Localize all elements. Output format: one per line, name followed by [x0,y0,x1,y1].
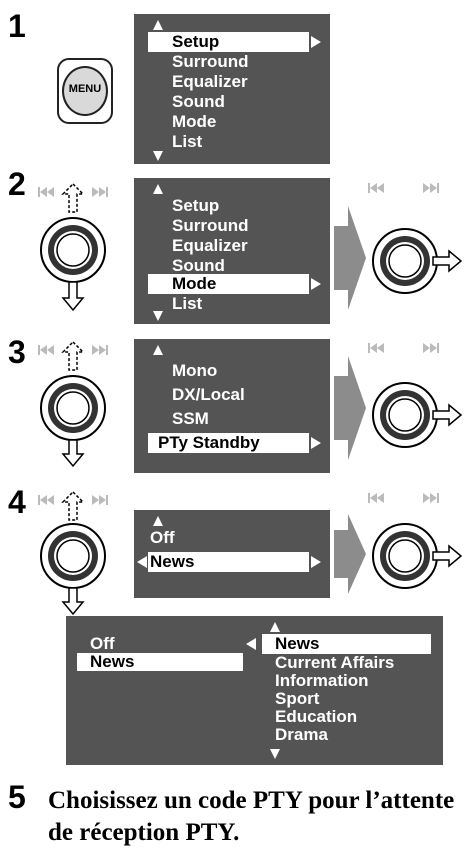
menu-item-mode[interactable]: Mode [172,274,217,293]
step-number-4: 4 [8,484,26,520]
scroll-down-icon [153,151,163,161]
pty-item-current-affairs[interactable]: Current Affairs [275,653,395,672]
instruction-line-1: Choisissez un code PTY pour l’attente [48,787,455,814]
back-arrow-icon [246,638,256,650]
menu-item-equalizer[interactable]: Equalizer [172,72,248,91]
menu-item-pty-standby[interactable]: PTy Standby [158,433,260,452]
selection-highlight-right [262,634,431,654]
submenu-arrow-icon [311,437,321,449]
scroll-up-icon [270,622,280,632]
scroll-up-icon [153,20,163,30]
submenu-arrow-icon [311,36,321,48]
selection-highlight [148,274,309,294]
menu-panel-4: Off News [134,510,330,598]
next-step-arrow-icon [334,206,366,310]
menu-panel-1: Setup Surround Equalizer Sound Mode List [134,14,330,164]
scroll-up-icon [153,184,163,194]
selection-highlight-left [77,653,243,671]
menu-item-setup[interactable]: Setup [172,196,220,215]
control-knob-right[interactable] [365,490,465,620]
menu-item-dx-local[interactable]: DX/Local [172,385,245,404]
submenu-arrow-icon [311,556,321,568]
menu-item-sound[interactable]: Sound [172,92,225,111]
next-step-arrow-icon [334,514,366,594]
next-step-arrow-icon [334,356,366,460]
menu-item-off[interactable]: Off [150,528,175,547]
instruction-text: Choisissez un code PTY pour l’attente de… [48,785,465,849]
menu-item-setup[interactable]: Setup [172,32,220,51]
step-number-3: 3 [8,334,26,370]
menu-item-ssm[interactable]: SSM [172,409,209,428]
control-knob-updown[interactable] [38,182,118,317]
control-knob-updown[interactable] [38,340,118,475]
back-arrow-icon [137,556,147,568]
menu-item-off[interactable]: Off [90,634,115,653]
submenu-arrow-icon [311,278,321,290]
menu-item-list[interactable]: List [172,294,203,313]
instruction-line-2: de réception PTY. [48,819,240,846]
menu-button-label: MENU [68,83,102,95]
control-knob-right[interactable] [365,180,465,310]
scroll-up-icon [153,516,163,526]
control-knob-updown[interactable] [38,490,118,625]
selection-highlight [148,32,309,52]
scroll-down-icon [153,311,163,321]
menu-item-mono[interactable]: Mono [172,361,218,380]
pty-item-drama[interactable]: Drama [275,725,328,744]
control-knob-right[interactable] [365,340,465,470]
step-number-2: 2 [8,166,26,202]
menu-item-equalizer[interactable]: Equalizer [172,236,248,255]
menu-button[interactable]: MENU [57,58,113,124]
menu-panel-pty-list: Off News News Current Affairs Informatio… [66,616,443,765]
pty-item-sport[interactable]: Sport [275,689,320,708]
menu-item-sound[interactable]: Sound [172,256,225,275]
menu-item-mode[interactable]: Mode [172,112,217,131]
selection-highlight [148,552,309,572]
pty-item-news[interactable]: News [275,634,320,653]
scroll-up-icon [153,345,163,355]
scroll-down-icon [270,749,280,759]
menu-item-list[interactable]: List [172,132,203,151]
menu-item-surround[interactable]: Surround [172,52,249,71]
step-number-1: 1 [8,8,26,44]
menu-item-surround[interactable]: Surround [172,216,249,235]
step-number-5: 5 [8,779,26,815]
menu-panel-2: Setup Surround Equalizer Sound Mode List [134,178,330,324]
menu-item-news[interactable]: News [150,552,195,571]
menu-item-news-left[interactable]: News [90,652,135,671]
pty-item-information[interactable]: Information [275,671,369,690]
selection-highlight [148,433,309,453]
pty-item-education[interactable]: Education [275,707,358,726]
menu-panel-3: Mono DX/Local SSM PTy Standby [134,339,330,473]
